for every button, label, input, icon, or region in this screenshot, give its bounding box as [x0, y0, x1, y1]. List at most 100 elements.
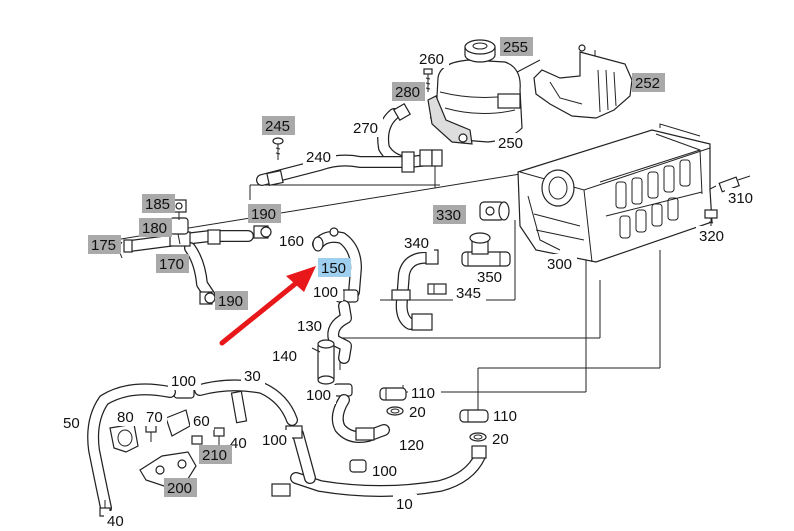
- label-80[interactable]: 80: [114, 407, 138, 426]
- label-text: 20: [492, 431, 509, 448]
- label-text: 210: [202, 447, 227, 464]
- label-340[interactable]: 340: [401, 233, 434, 252]
- label-highlight: [190, 411, 214, 430]
- clamp-110a: [379, 387, 407, 416]
- label-280[interactable]: 280: [392, 82, 425, 101]
- label-highlight: [396, 435, 429, 454]
- label-text: 345: [456, 285, 481, 302]
- label-highlight: [114, 407, 138, 426]
- label-highlight: [489, 429, 513, 448]
- label-text: 300: [547, 256, 572, 273]
- label-text: 70: [146, 409, 163, 426]
- label-100d[interactable]: 100: [259, 430, 292, 449]
- hose-150: [312, 227, 362, 298]
- label-highlight: [168, 371, 201, 390]
- clamp-110b: [459, 409, 489, 442]
- label-300[interactable]: 300: [544, 254, 577, 273]
- label-20a[interactable]: 20: [406, 402, 430, 421]
- bolt-70: [145, 423, 157, 442]
- hose-130: [327, 300, 352, 364]
- label-highlight: [262, 116, 295, 135]
- label-highlight: [142, 194, 175, 213]
- label-150[interactable]: 150: [318, 258, 351, 277]
- label-highlight: [276, 231, 309, 250]
- label-190a[interactable]: 190: [248, 204, 281, 223]
- label-text: 340: [404, 235, 429, 252]
- label-highlight: [303, 147, 336, 166]
- label-highlight: [393, 494, 417, 513]
- label-330[interactable]: 330: [433, 205, 466, 224]
- label-240[interactable]: 240: [303, 147, 336, 166]
- label-text: 180: [142, 220, 167, 237]
- label-40b[interactable]: 40: [104, 511, 128, 530]
- label-text: 100: [262, 432, 287, 449]
- label-text: 245: [265, 118, 290, 135]
- label-350[interactable]: 350: [474, 267, 507, 286]
- tank-cap: [464, 39, 496, 63]
- hose-50: [87, 383, 176, 514]
- label-text: 100: [171, 373, 196, 390]
- label-180[interactable]: 180: [139, 218, 172, 237]
- label-200[interactable]: 200: [164, 478, 197, 497]
- label-highlight: [310, 282, 343, 301]
- label-140[interactable]: 140: [269, 346, 302, 365]
- label-255[interactable]: 255: [500, 37, 533, 56]
- part-140: [311, 339, 335, 385]
- label-260[interactable]: 260: [416, 49, 449, 68]
- label-100a[interactable]: 100: [310, 282, 343, 301]
- label-185[interactable]: 185: [142, 194, 175, 213]
- label-text: 160: [279, 233, 304, 250]
- hose-120: [331, 394, 390, 443]
- label-50[interactable]: 50: [60, 413, 84, 432]
- label-120[interactable]: 120: [396, 435, 429, 454]
- label-175[interactable]: 175: [88, 235, 121, 254]
- label-highlight: [143, 407, 167, 426]
- label-190b[interactable]: 190: [215, 291, 248, 310]
- label-highlight: [269, 346, 302, 365]
- label-70[interactable]: 70: [143, 407, 167, 426]
- label-highlight: [474, 267, 507, 286]
- label-text: 170: [159, 256, 184, 273]
- label-text: 200: [167, 480, 192, 497]
- label-130[interactable]: 130: [294, 316, 327, 335]
- label-highlight: [241, 366, 265, 385]
- label-270[interactable]: 270: [350, 118, 383, 137]
- label-text: 175: [91, 237, 116, 254]
- bracket-200: [139, 451, 197, 487]
- label-160[interactable]: 160: [276, 231, 309, 250]
- label-110a[interactable]: 110: [408, 383, 441, 402]
- label-110b[interactable]: 110: [490, 406, 523, 425]
- clamp-190b: [199, 291, 216, 305]
- label-320[interactable]: 320: [696, 226, 729, 245]
- label-highlight: [696, 226, 729, 245]
- label-100e[interactable]: 100: [369, 461, 402, 480]
- label-40a[interactable]: 40: [227, 433, 251, 452]
- label-60[interactable]: 60: [190, 411, 214, 430]
- label-252[interactable]: 252: [632, 73, 665, 92]
- label-highlight: [318, 258, 351, 277]
- label-text: 260: [419, 51, 444, 68]
- label-highlight: [248, 204, 281, 223]
- label-10[interactable]: 10: [393, 494, 417, 513]
- label-245[interactable]: 245: [262, 116, 295, 135]
- label-100c[interactable]: 100: [303, 385, 336, 404]
- label-highlight: [164, 478, 197, 497]
- label-250[interactable]: 250: [495, 133, 528, 152]
- bolt-40a: [191, 427, 225, 446]
- label-text: 280: [395, 84, 420, 101]
- label-highlight: [215, 291, 248, 310]
- label-170[interactable]: 170: [156, 254, 189, 273]
- label-30[interactable]: 30: [241, 366, 265, 385]
- label-345[interactable]: 345: [453, 283, 486, 302]
- label-310[interactable]: 310: [725, 188, 758, 207]
- intercooler-300: [517, 123, 713, 263]
- label-210[interactable]: 210: [199, 445, 232, 464]
- label-text: 120: [399, 437, 424, 454]
- label-highlight: [401, 233, 434, 252]
- label-100b[interactable]: 100: [168, 371, 201, 390]
- label-text: 100: [306, 387, 331, 404]
- label-text: 110: [411, 385, 435, 402]
- label-20b[interactable]: 20: [489, 429, 513, 448]
